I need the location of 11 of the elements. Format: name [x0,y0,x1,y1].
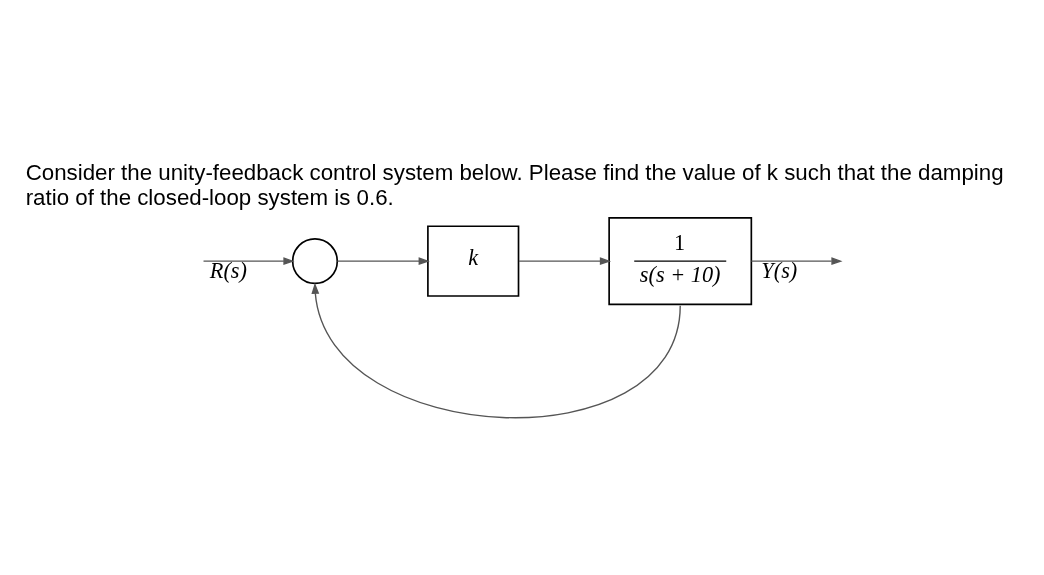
node-box: k [427,225,520,297]
arrow [336,257,430,266]
edge-label: Y(s) [761,257,798,283]
arrow [518,257,611,266]
edge-label: R(s) [209,257,247,283]
arrow [750,257,843,266]
arrow [311,282,681,419]
arrow [202,257,295,266]
node-box: 1 s(s + 10) [608,217,753,306]
node-circle [291,238,339,285]
diagram-title: Consider the unity-feedback control system below. Please find the value of k such that the damping ratio of the closed-loop system is 0.6. [25,160,1004,211]
